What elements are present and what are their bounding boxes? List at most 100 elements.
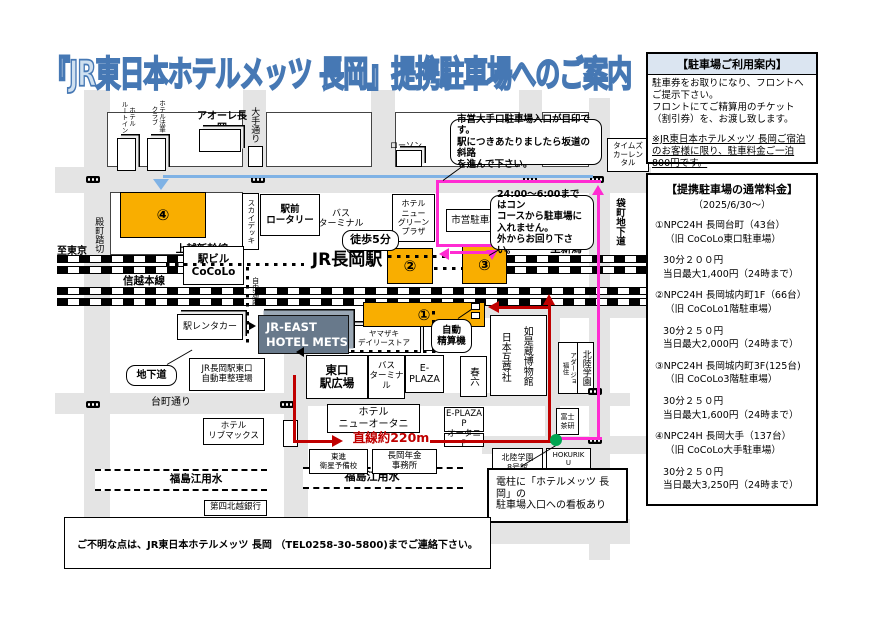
seisanki-bubble: 自動 精算機 xyxy=(431,319,472,353)
street xyxy=(482,519,630,544)
rate-item: ④NPC24H 長岡大手（137台）（旧 CoCoLo大手駐車場）30分２５０円… xyxy=(655,430,816,492)
rate-daily_max: 当日最大1,400円（24時まで） xyxy=(663,268,799,280)
chikado-bubble: 地下道 xyxy=(126,365,177,386)
lawson-bldg xyxy=(396,150,422,167)
route-arrow-icon xyxy=(543,294,555,305)
bus-terminal-east: バス ターミナ ル xyxy=(368,355,405,399)
street xyxy=(55,393,308,414)
pink-route-line xyxy=(450,251,488,254)
rate-name: ①NPC24H 長岡台町（43台） xyxy=(655,220,786,231)
rate-rate: 30分２５０円 xyxy=(663,396,724,408)
parking-usage-panel: 【駐車場ご利用案内】 駐車券をお取りになり、フロントへご提示下さい。 フロントに… xyxy=(646,52,818,169)
walking-path xyxy=(388,255,446,258)
seiriba: JR長岡駅東口 自動車整理場 xyxy=(189,358,265,391)
rate-item: ①NPC24H 長岡台町（43台） （旧 CoCoLo東口駐車場） 30分２００円当… xyxy=(655,219,816,281)
rate-name: ③NPC24H 長岡城内町3F(125台) xyxy=(655,360,801,372)
nihon-gosonsha: 日本互尊社 xyxy=(499,332,511,382)
road-mark xyxy=(248,146,263,167)
rate-daily_max: 当日最大1,600円（24時まで） xyxy=(663,409,799,421)
rate-rate: 30分２００円 xyxy=(663,255,724,267)
signboard-dot xyxy=(550,434,562,446)
rates-effective-date: （2025/6/30～） xyxy=(693,200,771,211)
rate-item: ③NPC24H 長岡城内町3F(125台) （旧 CoCoLo3階駐車場） 30分２… xyxy=(655,360,816,422)
e-plaza: E- PLAZA xyxy=(405,355,444,393)
rate-old_name: （旧 CoCoLo東口駐車場） xyxy=(665,233,781,245)
route-arrow-icon xyxy=(153,179,169,190)
gosonsha-museum-bldg xyxy=(490,315,547,396)
railway-track xyxy=(57,255,185,263)
eki-rentacar: 駅レンタカー xyxy=(177,314,243,340)
fuji-saken: 富士 茶研 xyxy=(556,408,579,435)
pink-route-line xyxy=(556,437,602,440)
route-arrow-icon xyxy=(332,435,343,447)
rate-rate: 30分２５０円 xyxy=(663,466,724,478)
red-route-line xyxy=(548,304,551,442)
route-arrow-icon xyxy=(296,347,304,357)
hotel-hokke-club-label: ホテル法華 クラブ xyxy=(150,99,166,133)
traffic-light-icon xyxy=(280,401,294,408)
green-plaza: ホテル ニュー グリーン プラザ xyxy=(392,194,435,242)
walking-path xyxy=(166,263,304,266)
red-route-line xyxy=(499,306,550,309)
parking-4: ④ xyxy=(120,192,206,238)
fukuromachi-label: 袋町地下道 xyxy=(614,198,626,246)
red-route-line xyxy=(293,375,296,443)
nenkin-jimusho: 長岡年金 事務所 xyxy=(372,449,437,474)
usage-panel-body: 駐車券をお取りになり、フロントへご提示下さい。 フロントにてご精算用のチケット（… xyxy=(648,75,816,173)
street xyxy=(371,90,395,167)
rate-daily_max: 当日最大3,250円（24時まで） xyxy=(663,480,799,492)
traffic-light-icon xyxy=(523,176,537,183)
daishi-hokuetsu-bank: 第四北越銀行 xyxy=(204,500,267,516)
hotel-livemax: ホテル リブマックス xyxy=(203,418,264,445)
aore-label: アオーレ長岡 xyxy=(197,110,247,134)
route-arrow-icon xyxy=(486,250,498,260)
usage-body-line2: フロントにてご精算用のチケット（割引券）を、お渡し致します。 xyxy=(652,102,795,126)
rate-old_name: （旧 CoCoLo1階駐車場） xyxy=(665,304,778,316)
walk-bubble: 徒歩5分 xyxy=(342,230,399,251)
red-route-line xyxy=(293,440,335,443)
pink-route-line xyxy=(436,180,439,247)
rate-old_name: （旧 CoCoLo3階駐車場） xyxy=(665,374,778,386)
nyozezo-museum: 如是蔵博物館 xyxy=(521,326,533,386)
walking-path xyxy=(246,267,249,348)
aore-bldg xyxy=(199,129,241,152)
hotel-new-otani: ホテル ニューオータニ xyxy=(327,404,420,433)
rate-rate: 30分２５０円 xyxy=(663,325,724,337)
bus-terminal-west-label: バス ターミナル xyxy=(318,208,364,229)
jiyutsuro-label: 自由通路 xyxy=(251,277,260,305)
rate-item: ②NPC24H 長岡城内町1F（66台） （旧 CoCoLo1階駐車場） 30分２５… xyxy=(655,289,816,351)
e-plaza-p: E-PLAZA P xyxy=(444,407,484,432)
route-arrow-icon xyxy=(439,248,449,260)
distance-label: 直線約220m xyxy=(352,429,430,445)
station-label: JR長岡駅 xyxy=(311,249,383,270)
pink-route-line xyxy=(597,195,600,440)
ekimae-rotary: 駅前 ロータリー xyxy=(260,194,320,236)
daimachi-label: 台町通り xyxy=(151,397,191,409)
pink-route-line xyxy=(436,180,601,183)
contact-note: ご不明な点は、JR東日本ホテルメッツ 長岡 （TEL0258-30-5800)ま… xyxy=(77,539,478,551)
red-route-line xyxy=(430,440,558,443)
skydeck: スカイデッキ xyxy=(242,193,259,250)
walking-path xyxy=(306,350,436,353)
usage-note: ※JR東日本ホテルメッツ 長岡ご宿泊のお客様に限り、駐車料金ご一泊800円です。 xyxy=(652,133,806,169)
route-inn-bldg xyxy=(117,138,136,171)
higashi-hiroba: 東口 駅広場 xyxy=(306,355,368,399)
traffic-light-icon xyxy=(588,437,602,444)
traffic-light-icon xyxy=(86,401,100,408)
lawson-label: ローソン xyxy=(390,141,422,151)
canal xyxy=(95,469,267,491)
railway-track xyxy=(57,298,649,306)
traffic-light-icon xyxy=(86,176,100,183)
traffic-light-icon xyxy=(590,176,604,183)
railway-track xyxy=(57,287,649,295)
hokke-club-bldg xyxy=(147,138,166,171)
page-title: 『JR東日本ホテルメッツ 長岡』提携駐車場へのご案内 xyxy=(44,52,633,95)
ticket-machine-mark xyxy=(471,312,480,319)
usage-panel-heading: 【駐車場ご利用案内】 xyxy=(648,54,816,75)
railway-track xyxy=(57,266,185,274)
to-tokyo-label: 至東京 xyxy=(57,246,87,258)
rate-name: ②NPC24H 長岡城内町1F（66台） xyxy=(655,290,807,302)
guide-bubble: 市営大手口駐車場入口が目印です。 駅につきあたりましたら坂道の斜路 を進んで下さ… xyxy=(450,114,602,170)
parking-2: ② xyxy=(387,248,433,284)
